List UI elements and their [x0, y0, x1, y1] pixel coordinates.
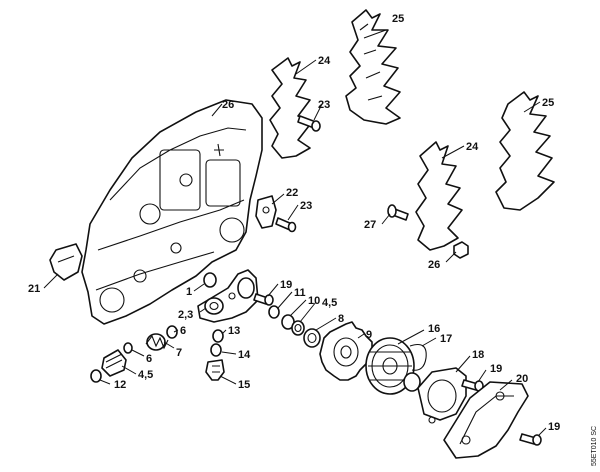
part-2-3-oil-pump — [197, 269, 259, 323]
part-27-screw — [387, 204, 409, 221]
part-15-adjusting-screw — [205, 359, 225, 381]
part-1-o-ring — [203, 272, 217, 288]
part-4-5-worm-shaft — [101, 349, 127, 377]
callout-16: 16 — [428, 323, 440, 335]
callout-6-upper: 6 — [180, 325, 186, 337]
part-23-screw-mid — [275, 217, 297, 233]
part-24-spike-plate-right — [415, 141, 463, 251]
part-11-washer — [268, 305, 280, 319]
callout-18: 18 — [472, 349, 484, 361]
part-6-washer-lower — [123, 342, 133, 354]
callout-6-lower: 6 — [146, 353, 152, 365]
callout-23-upper: 23 — [318, 99, 330, 111]
callout-19-pump: 19 — [280, 279, 292, 291]
callout-8: 8 — [338, 313, 344, 325]
part-8-needle-cage — [303, 328, 321, 348]
callout-11: 11 — [294, 287, 306, 299]
part-17-spring-clip — [403, 343, 427, 392]
part-7-spring — [145, 333, 169, 351]
callout-23-mid: 23 — [300, 200, 312, 212]
callout-19-right: 19 — [490, 363, 502, 375]
callout-24-upper: 24 — [318, 55, 331, 67]
callout-14: 14 — [238, 349, 251, 361]
callout-25-upper: 25 — [392, 13, 404, 25]
part-12-plug — [90, 369, 102, 383]
callout-22: 22 — [286, 187, 298, 199]
callout-4-5-lower: 4,5 — [138, 369, 153, 381]
callout-25-right: 25 — [542, 97, 554, 109]
part-25-spike-plate-right — [495, 91, 555, 211]
callout-24-right: 24 — [466, 141, 479, 153]
part-23-screw-upper — [297, 115, 321, 132]
part-4-5-bushing — [291, 320, 305, 336]
part-19-screw-right — [461, 379, 484, 392]
callout-27: 27 — [364, 219, 376, 231]
part-19-screw-pump — [253, 293, 274, 306]
callout-10: 10 — [308, 295, 320, 307]
callout-13: 13 — [228, 325, 240, 337]
part-crankcase-housing — [81, 99, 263, 325]
part-9-sprocket — [319, 321, 373, 381]
part-21-cover-piece — [49, 243, 83, 281]
callout-17: 17 — [440, 333, 452, 345]
callout-7: 7 — [176, 347, 182, 359]
callout-20: 20 — [516, 373, 528, 385]
part-20-sprocket-cover — [443, 381, 529, 459]
callout-9: 9 — [366, 329, 372, 341]
callout-12: 12 — [114, 379, 126, 391]
callout-21: 21 — [28, 283, 40, 295]
leader-lines — [43, 29, 547, 437]
callout-4-5-upper: 4,5 — [322, 297, 337, 309]
part-26-nut-right — [453, 241, 469, 259]
part-14-washer — [210, 343, 222, 357]
part-22-bracket — [255, 195, 277, 229]
callout-2-3: 2,3 — [178, 309, 193, 321]
part-6-washer-upper — [166, 325, 178, 339]
callout-labels: 25 24 23 26 25 24 22 23 27 26 21 1 19 2,… — [28, 13, 560, 433]
callout-19-bottom: 19 — [548, 421, 560, 433]
part-24-spike-plate-upper — [269, 57, 313, 159]
callout-26-right: 26 — [428, 259, 440, 271]
part-13-seal-ring — [212, 329, 224, 343]
part-25-spike-plate-upper — [345, 9, 401, 125]
part-19-screw-bottom — [519, 433, 542, 446]
callout-1: 1 — [186, 286, 192, 298]
callout-26-upper: 26 — [222, 99, 234, 111]
part-18-retaining-plate — [417, 367, 467, 424]
drawing-code: 55ET010 SC — [591, 426, 598, 466]
part-16-clutch-drum — [365, 337, 415, 395]
callout-15: 15 — [238, 379, 250, 391]
